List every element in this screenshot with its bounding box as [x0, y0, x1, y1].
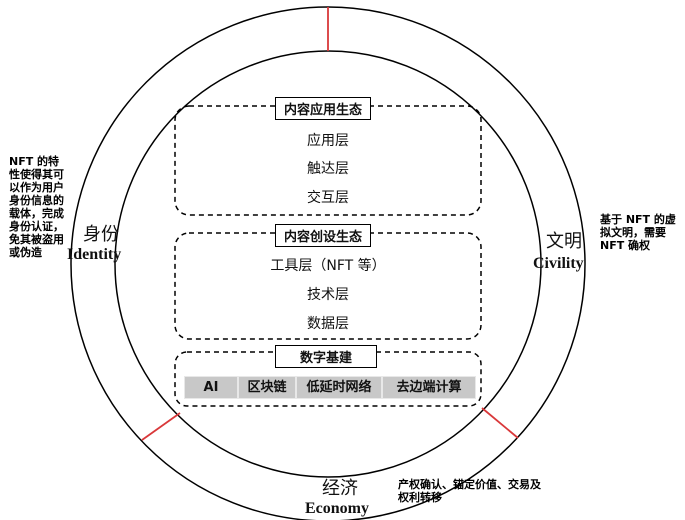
layer-reach: 触达层 — [307, 161, 349, 177]
infra-low-latency-network: 低延时网络 — [296, 376, 382, 399]
layer-application: 应用层 — [307, 133, 349, 149]
application-ecosystem-title: 内容应用生态 — [275, 97, 372, 120]
identity-note: NFT 的特性使得其可以作为用户身份信息的载体，完成身份认证，免其被盗用或伪造 — [9, 155, 64, 259]
identity-en-label: Identity — [67, 246, 122, 263]
civility-en-label: Civility — [533, 255, 584, 272]
civility-cn-label: 文明 — [546, 231, 582, 252]
layer-data: 数据层 — [307, 316, 349, 332]
infra-edge-computing: 去边端计算 — [382, 376, 476, 399]
infra-blockchain: 区块链 — [238, 376, 296, 399]
layer-technology: 技术层 — [307, 287, 349, 303]
economy-en-label: Economy — [305, 500, 369, 517]
identity-cn-label: 身份 — [83, 224, 119, 245]
infrastructure-title: 数字基建 — [275, 345, 378, 368]
divider-left — [141, 412, 181, 441]
economy-note: 产权确认、锚定价值、交易及权利转移 — [398, 478, 541, 504]
layer-tools: 工具层（NFT 等） — [270, 258, 386, 274]
layer-interaction: 交互层 — [307, 190, 349, 206]
infra-ai: AI — [184, 376, 238, 399]
divider-right — [481, 407, 519, 439]
economy-cn-label: 经济 — [322, 478, 358, 499]
infrastructure-box — [174, 351, 482, 407]
creation-ecosystem-title: 内容创设生态 — [275, 224, 372, 247]
civility-note: 基于 NFT 的虚拟文明，需要 NFT 确权 — [600, 213, 676, 252]
